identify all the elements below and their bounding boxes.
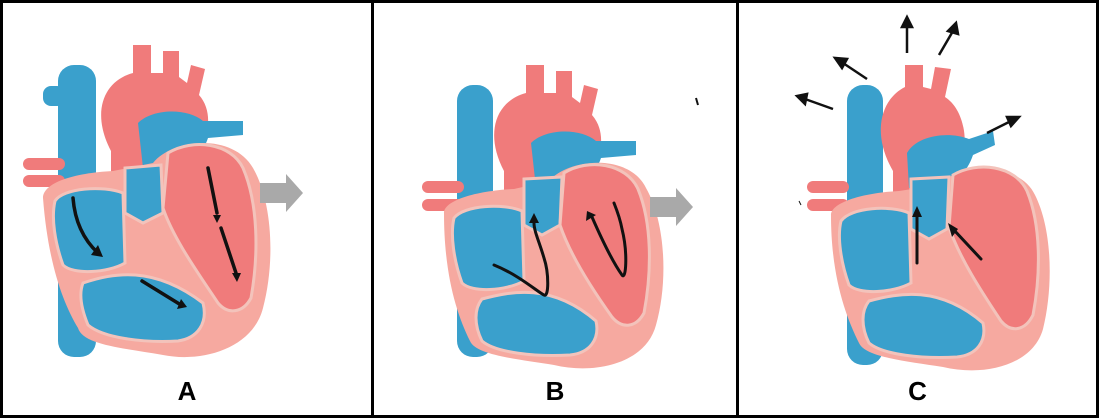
heart-diagram-c: [739, 3, 1099, 418]
right-atrium: [452, 206, 524, 289]
panel-b: B: [371, 3, 736, 415]
heart-b: [422, 65, 663, 368]
panel-label-c: C: [739, 376, 1096, 407]
panel-label-b: B: [374, 376, 736, 407]
pulmonary-vein-left-top: [422, 181, 464, 193]
panel-c: C: [736, 3, 1096, 415]
pulmonary-vein-left-top: [23, 158, 65, 170]
heart-c: [807, 65, 1050, 370]
right-atrium: [53, 189, 125, 272]
heart-diagram-b: [374, 3, 739, 418]
heart-diagram-a: [3, 3, 371, 418]
panel-a: A: [3, 3, 371, 415]
pulmonary-vein-left-top: [807, 181, 849, 193]
heart-a: [23, 45, 270, 357]
panel-label-a: A: [3, 376, 371, 407]
right-atrium: [839, 208, 911, 291]
